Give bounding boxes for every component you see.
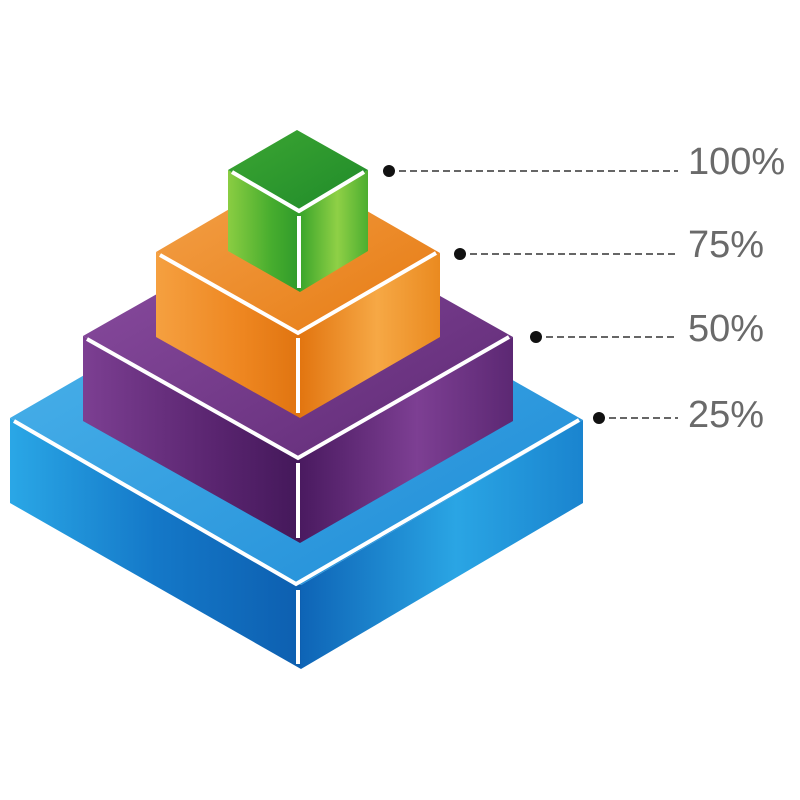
level-label-75: 75%: [688, 224, 765, 266]
level-label-25: 25%: [688, 394, 765, 436]
leader-line-75: [454, 248, 678, 260]
leader-line-100: [383, 165, 678, 177]
leader-line-50: [530, 331, 678, 343]
leader-line-25: [593, 412, 678, 424]
level-label-100: 100%: [688, 141, 786, 183]
pyramid-level-100: [228, 130, 368, 292]
level-label-50: 50%: [688, 308, 765, 350]
